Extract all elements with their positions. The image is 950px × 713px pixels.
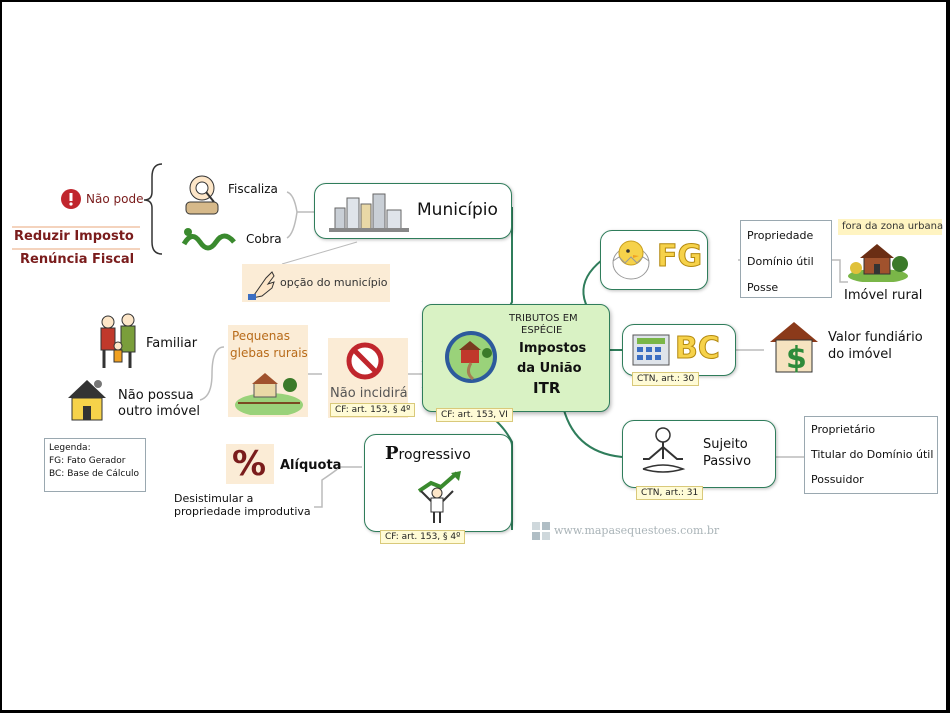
prohibited-icon — [346, 342, 384, 380]
fg-item-posse: Posse — [747, 281, 779, 294]
calculator-icon — [632, 334, 670, 366]
house-icon — [68, 380, 106, 421]
center-node[interactable]: TRIBUTOS EM ESPÉCIE Impostos da União IT… — [422, 304, 610, 412]
municipio-node[interactable]: Município — [314, 183, 512, 239]
chick-icon — [612, 240, 650, 280]
desestimular-line2: propriedade improdutiva — [174, 505, 311, 518]
fg-item-propriedade: Propriedade — [747, 229, 814, 242]
watermark-logo-icon — [532, 522, 550, 540]
legend-box: Legenda: FG: Fato Gerador BC: Base de Cá… — [44, 438, 146, 492]
nao-pode-label: Não pode — [86, 192, 144, 206]
center-line2: ESPÉCIE — [521, 325, 563, 336]
progressivo-ref: CF: art. 153, § 4º — [380, 530, 466, 544]
pequenas-box: Pequenas glebas rurais — [228, 325, 308, 417]
family-icon — [100, 313, 136, 368]
watermark-text: www.mapasequestoes.com.br — [554, 524, 720, 537]
valor-line1: Valor fundiário — [828, 330, 923, 345]
brace-nao-pode — [143, 163, 163, 255]
legend-bc: BC: Base de Cálculo — [49, 469, 140, 479]
city-icon — [329, 193, 409, 232]
sujeito-line2: Passivo — [703, 454, 752, 469]
progressivo-node[interactable]: Progressivo — [364, 434, 512, 532]
fora-zona-label: fora da zona urbana — [842, 221, 944, 232]
legend-title: Legenda: — [49, 443, 91, 453]
sujeito-ref: CTN, art.: 31 — [636, 486, 704, 500]
fg-node[interactable]: FG — [600, 230, 708, 290]
fg-label: FG — [656, 239, 703, 275]
farm-icon — [445, 331, 497, 383]
bc-node[interactable]: BC — [622, 324, 736, 376]
sujeito-node[interactable]: Sujeito Passivo — [622, 420, 776, 488]
familiar-label: Familiar — [146, 336, 198, 351]
center-ref: CF: art. 153, VI — [436, 408, 513, 422]
pequenas-line1: Pequenas — [232, 329, 291, 343]
sujeito-line1: Sujeito — [703, 437, 748, 452]
snake-icon — [180, 224, 240, 258]
fg-list: Propriedade Domínio útil Posse — [740, 220, 832, 298]
sujeito-item-titular: Titular do Domínio útil — [811, 448, 934, 461]
sujeito-item-possuidor: Possuidor — [811, 473, 864, 486]
cobra-label: Cobra — [246, 232, 282, 246]
growth-icon — [417, 471, 461, 523]
percent-icon: % — [232, 444, 267, 484]
sujeito-item-proprietario: Proprietário — [811, 423, 876, 436]
small-farm-icon — [235, 373, 303, 415]
bc-ref: CTN, art.: 30 — [632, 372, 700, 386]
center-line5: ITR — [533, 379, 561, 397]
fiscaliza-label: Fiscaliza — [228, 182, 278, 196]
opcao-box: opção do município — [242, 264, 390, 302]
renuncia-label: Renúncia Fiscal — [20, 252, 135, 267]
opcao-label: opção do município — [280, 276, 388, 289]
desestimular-line1: Desistimular a — [174, 492, 254, 505]
fg-item-dominio: Domínio útil — [747, 255, 814, 268]
legend-fg: FG: Fato Gerador — [49, 456, 126, 466]
svg-text:$: $ — [786, 341, 807, 374]
municipio-title: Município — [417, 200, 498, 220]
bc-label: BC — [675, 331, 721, 367]
valor-line2: do imóvel — [828, 347, 892, 362]
reduzir-label: Reduzir Imposto — [14, 229, 134, 244]
aliquota-label: Alíquota — [280, 458, 342, 473]
warning-icon — [61, 189, 81, 209]
money-house-icon: $ — [770, 322, 818, 374]
center-line4: da União — [517, 361, 582, 376]
percent-box: % — [226, 444, 274, 484]
hand-icon — [248, 271, 275, 300]
sujeito-list: Proprietário Titular do Domínio útil Pos… — [804, 416, 938, 494]
nao-possua-line1: Não possua — [118, 388, 194, 403]
rural-house-icon — [848, 244, 908, 282]
pequenas-line2: glebas rurais — [230, 346, 308, 360]
progressivo-title: Progressivo — [385, 443, 471, 464]
center-line1: TRIBUTOS EM — [509, 313, 578, 324]
nao-incidira-ref: CF: art. 153, § 4º — [330, 403, 416, 417]
nao-possua-line2: outro imóvel — [118, 404, 200, 419]
center-line3: Impostos — [519, 341, 587, 356]
fiscal-icon — [180, 168, 224, 220]
meditation-icon — [642, 427, 686, 473]
imovel-rural-label: Imóvel rural — [844, 288, 923, 303]
nao-incidira-title: Não incidirá — [330, 386, 408, 401]
